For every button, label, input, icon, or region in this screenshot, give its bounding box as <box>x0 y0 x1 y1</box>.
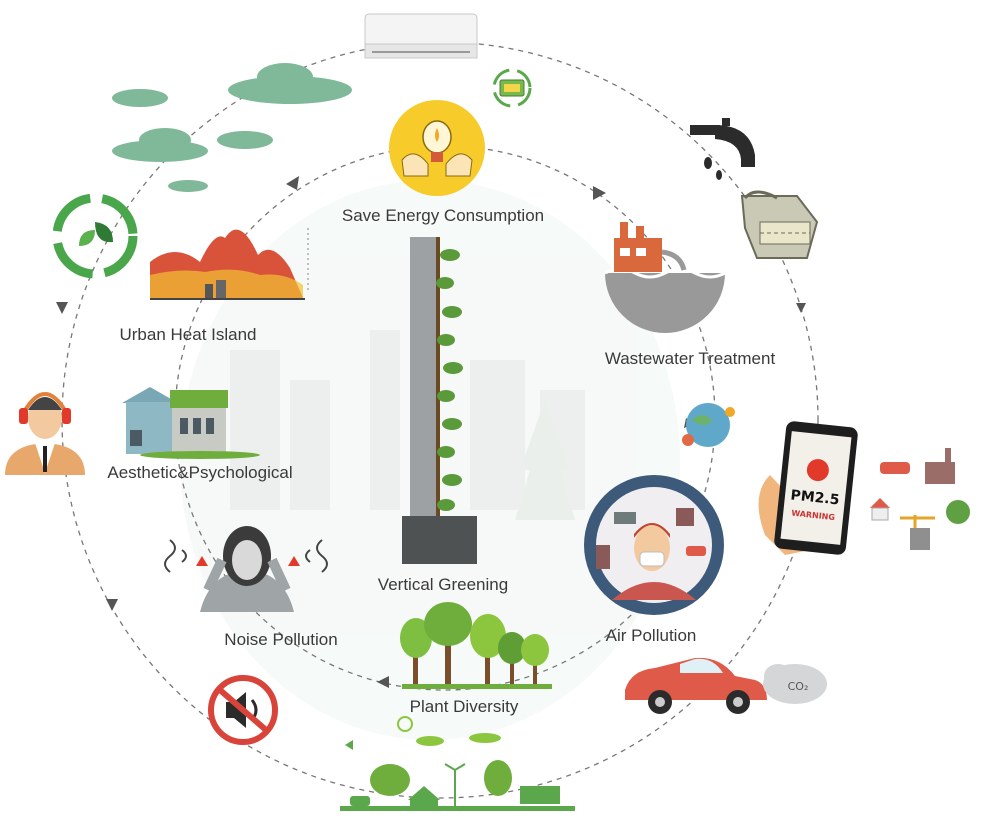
label-aesthetic: Aesthetic&Psychological <box>107 463 292 482</box>
label-vertical-greening: Vertical Greening <box>378 575 508 594</box>
cloud-group <box>112 63 352 192</box>
air-pollution-badge-icon <box>584 475 724 615</box>
green-city-icon <box>340 716 575 811</box>
cycle-arrows <box>56 176 806 688</box>
trees-icon <box>400 602 552 689</box>
label-air-pollution: Air Pollution <box>606 626 697 645</box>
globe-pollution-icon <box>682 403 735 447</box>
label-save-energy: Save Energy Consumption <box>342 206 544 225</box>
city-pollution-icon <box>870 448 970 550</box>
label-plant-diversity: Plant Diversity <box>410 697 519 716</box>
co2-cloud-icon: CO₂ <box>763 664 827 704</box>
red-car-icon <box>625 657 767 714</box>
battery-recycle-icon <box>492 68 532 108</box>
factory-water-icon <box>604 222 726 333</box>
sewage-tank-icon <box>740 190 819 259</box>
woman-covering-ears-icon <box>164 526 328 612</box>
air-conditioner-icon <box>364 13 478 59</box>
recycle-leaves-icon <box>52 193 138 279</box>
label-noise-pollution: Noise Pollution <box>224 630 337 649</box>
vertical-greening-wall-icon <box>402 237 477 564</box>
label-wastewater: Wastewater Treatment <box>605 349 776 368</box>
smartphone-pm25-icon: PM2.5 WARNING <box>758 421 858 555</box>
no-sound-icon <box>208 675 278 745</box>
lightbulb-hands-icon <box>389 100 485 196</box>
pm25-text: PM2.5 <box>790 487 840 508</box>
green-house-icon <box>122 387 260 459</box>
heat-mountain-chart-icon <box>150 228 309 300</box>
faucet-icon <box>690 118 755 180</box>
label-urban-heat: Urban Heat Island <box>119 325 256 344</box>
co2-text: CO₂ <box>788 680 809 693</box>
person-headphones-icon <box>5 392 85 475</box>
